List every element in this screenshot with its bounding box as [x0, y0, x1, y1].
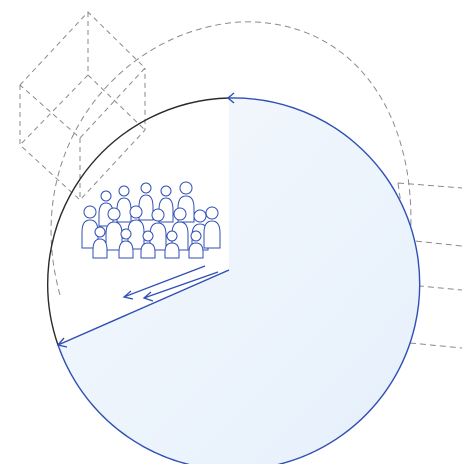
circle-outline-dark: [47, 97, 230, 346]
shaded-sector: [58, 97, 420, 464]
circle-outline-blue: [57, 97, 421, 464]
dashed-cube: [19, 11, 146, 201]
motion-arrows: [122, 265, 219, 302]
people-crowd-icon: [81, 181, 221, 259]
radius-arrow: [56, 269, 230, 348]
rotation-arrowhead: [226, 92, 235, 104]
dashed-outer-arc: [50, 21, 412, 361]
